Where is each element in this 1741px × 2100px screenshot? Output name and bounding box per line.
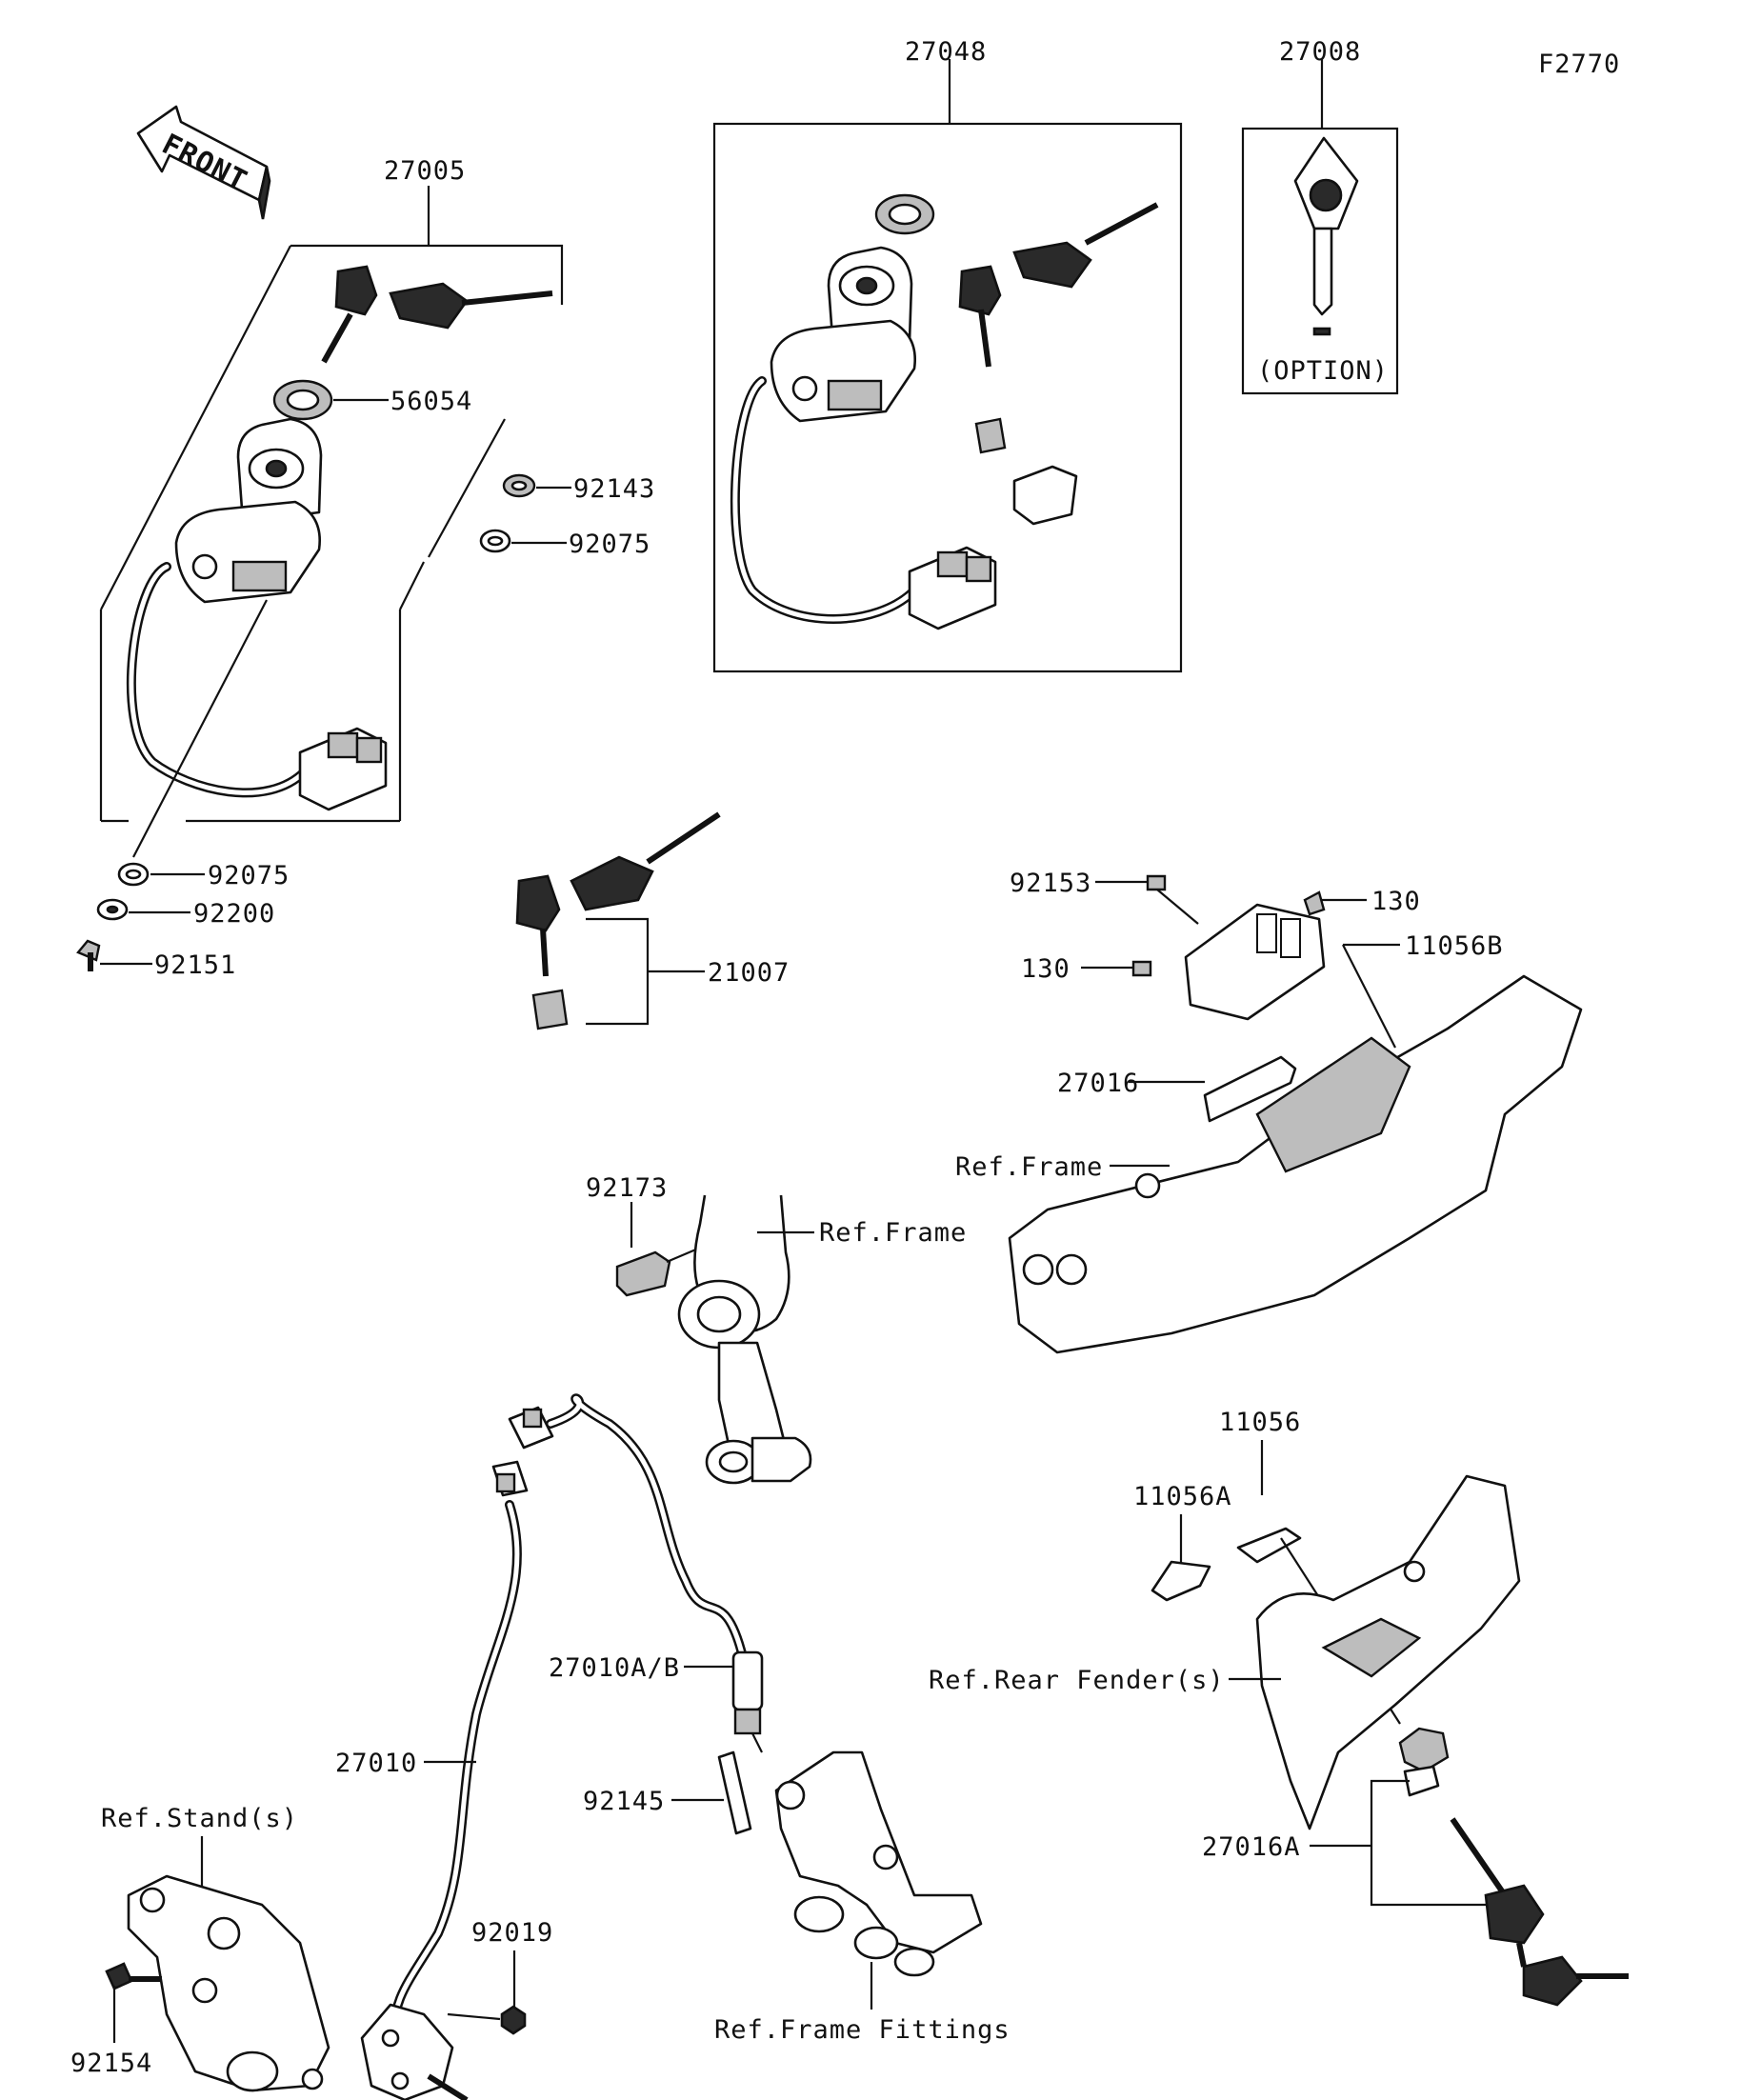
ref-rear-fender: Ref.Rear Fender(s) xyxy=(929,1666,1225,1695)
rear-fender-lock-group: 11056 11056A Ref.Rear Fender(s) 27016A xyxy=(929,1408,1629,2007)
part-27005: 27005 xyxy=(384,156,466,186)
figure-code: F2770 xyxy=(1538,50,1620,79)
part-21007: 21007 xyxy=(708,958,790,988)
part-92075-lower: 92075 xyxy=(208,861,290,890)
part-92019: 92019 xyxy=(471,1918,553,1948)
part-92173: 92173 xyxy=(586,1173,668,1203)
part-92200: 92200 xyxy=(193,899,275,929)
part-92153: 92153 xyxy=(1010,869,1091,898)
side-frame-group: 92173 Ref.Frame xyxy=(586,1173,967,1485)
ref-stand: Ref.Stand(s) xyxy=(101,1804,298,1833)
ref-frame-fittings: Ref.Frame Fittings xyxy=(714,2015,1011,2045)
part-27048: 27048 xyxy=(905,37,987,67)
kit-27048: 27048 xyxy=(712,37,1183,673)
part-27010AB: 27010A/B xyxy=(549,1653,680,1683)
part-27016: 27016 xyxy=(1057,1069,1139,1098)
part-130-left: 130 xyxy=(1021,954,1071,984)
part-92145: 92145 xyxy=(583,1787,665,1816)
front-arrow-icon: FRONT xyxy=(136,105,271,220)
part-11056: 11056 xyxy=(1219,1408,1301,1437)
part-11056B: 11056B xyxy=(1405,931,1504,961)
side-stand-switch-group: 27010A/B 27010 92145 Ref.Frame Fittings … xyxy=(70,1393,1011,2100)
part-27010: 27010 xyxy=(335,1749,417,1778)
kit-27005: 27005 56054 92143 92075 xyxy=(99,156,655,858)
hardware-group-left: 92075 92200 92151 xyxy=(76,861,290,980)
option-label: (OPTION) xyxy=(1257,356,1389,386)
part-27016A: 27016A xyxy=(1202,1832,1301,1862)
part-92143: 92143 xyxy=(573,474,655,504)
part-92151: 92151 xyxy=(154,950,236,980)
part-130-right: 130 xyxy=(1371,887,1421,916)
ref-frame-upper: Ref.Frame xyxy=(955,1152,1103,1182)
part-11056A: 11056A xyxy=(1133,1482,1232,1511)
part-56054: 56054 xyxy=(390,387,472,416)
key-set-21007: 21007 xyxy=(515,811,790,1030)
part-27008: 27008 xyxy=(1279,37,1361,67)
part-92154: 92154 xyxy=(70,2049,152,2078)
frame-bracket-group: 92153 130 130 11056B 27016 Ref.Frame xyxy=(955,869,1583,1354)
part-92075-upper: 92075 xyxy=(569,530,650,559)
ref-frame-side: Ref.Frame xyxy=(819,1218,967,1248)
option-key-27008: 27008 (OPTION) xyxy=(1241,37,1399,395)
